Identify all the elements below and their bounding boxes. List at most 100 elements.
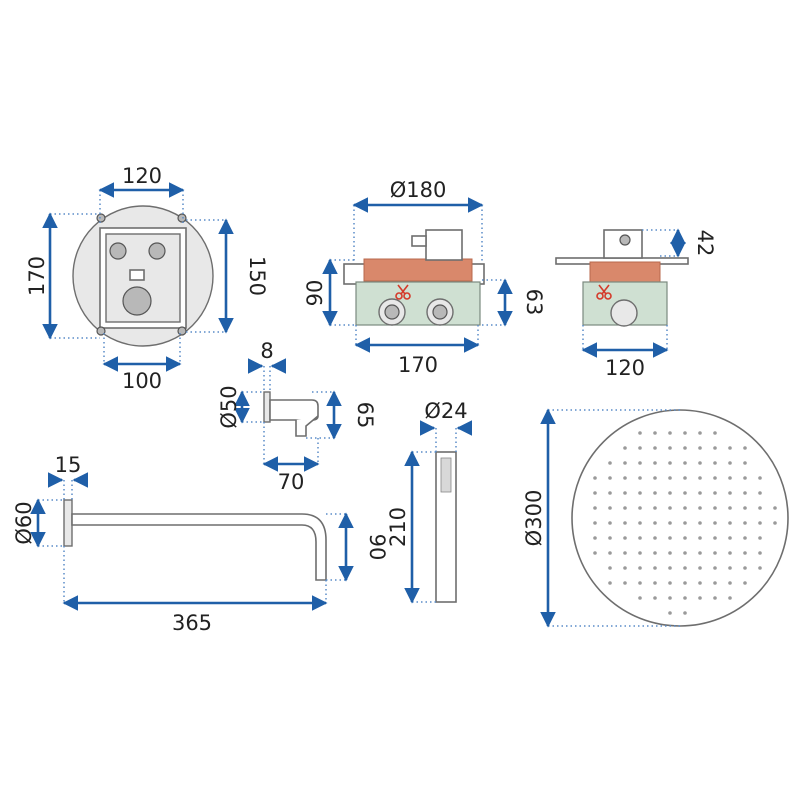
holder-body	[269, 399, 319, 421]
nozzle-dot	[698, 461, 702, 465]
nozzle-dot	[713, 476, 717, 480]
nozzle-dot	[653, 521, 657, 525]
dim-box-bottom-width: 100	[122, 369, 162, 393]
nozzle-dot	[638, 431, 642, 435]
nozzle-dot	[683, 476, 687, 480]
nozzle-dot	[668, 581, 672, 585]
dim-box-right-height: 150	[245, 256, 269, 296]
nozzle-dot	[623, 581, 627, 585]
nozzle-dot	[593, 521, 597, 525]
dim-holder-width: 70	[278, 470, 305, 494]
arm-flange	[63, 499, 73, 547]
dim-arm-drop: 90	[365, 534, 389, 561]
nozzle-dot	[653, 446, 657, 450]
nozzle-dot	[668, 476, 672, 480]
nozzle-dot	[698, 566, 702, 570]
nozzle-dot	[758, 476, 762, 480]
nozzle-dot	[728, 491, 732, 495]
dim-handshower-diameter: Ø24	[424, 399, 467, 423]
nozzle-dot	[698, 491, 702, 495]
nozzle-dot	[653, 566, 657, 570]
nozzle-dot	[668, 536, 672, 540]
nozzle-dot	[653, 536, 657, 540]
nozzle-dot	[638, 491, 642, 495]
nozzle-dot	[608, 536, 612, 540]
nozzle-dot	[728, 596, 732, 600]
nozzle-dot	[638, 521, 642, 525]
nozzle-dot	[668, 566, 672, 570]
nozzle-dot	[623, 506, 627, 510]
nozzle-dot	[743, 491, 747, 495]
side-lever-hole	[619, 234, 631, 246]
nozzle-dot	[743, 581, 747, 585]
nozzle-dot	[683, 551, 687, 555]
nozzle-dot	[638, 581, 642, 585]
dim-valve-diameter: Ø180	[390, 178, 447, 202]
dim-valve-base-height: 63	[522, 289, 546, 316]
nozzle-dot	[728, 461, 732, 465]
nozzle-dot	[713, 461, 717, 465]
nozzle-dot	[698, 581, 702, 585]
nozzle-dot	[623, 536, 627, 540]
nozzle-dot	[758, 521, 762, 525]
nozzle-dot	[728, 536, 732, 540]
dim-arm-diameter: Ø60	[12, 501, 36, 544]
nozzle-dot	[683, 596, 687, 600]
nozzle-dot	[653, 476, 657, 480]
box-screw-br	[177, 326, 187, 336]
valve-copper-band	[363, 258, 473, 282]
dim-holder-height: 65	[353, 402, 377, 429]
box-port-left	[109, 242, 127, 260]
nozzle-dot	[623, 566, 627, 570]
arm-pipe	[71, 513, 327, 581]
nozzle-dot	[683, 491, 687, 495]
nozzle-dot	[683, 521, 687, 525]
nozzle-dot	[683, 536, 687, 540]
nozzle-dot	[743, 461, 747, 465]
dim-valve-height: 90	[303, 280, 327, 307]
nozzle-dot	[743, 476, 747, 480]
valve-outlet-left-core	[384, 304, 400, 320]
nozzle-dot	[638, 461, 642, 465]
nozzle-dot	[713, 491, 717, 495]
handshower-spray-face	[440, 457, 452, 493]
nozzle-dot	[773, 521, 777, 525]
nozzle-dot	[638, 536, 642, 540]
shower-arm: 15 Ø60 90 365	[12, 453, 389, 635]
dim-arm-length: 365	[172, 611, 212, 635]
nozzle-dot	[683, 581, 687, 585]
nozzle-dot	[758, 536, 762, 540]
nozzle-dot	[668, 596, 672, 600]
nozzle-dot	[608, 461, 612, 465]
nozzle-dot	[668, 446, 672, 450]
nozzle-dot	[608, 521, 612, 525]
nozzle-dot	[623, 446, 627, 450]
nozzle-dot	[743, 521, 747, 525]
nozzle-dot	[728, 566, 732, 570]
nozzle-dot	[713, 506, 717, 510]
nozzle-dot	[683, 566, 687, 570]
valve-base	[355, 281, 481, 326]
nozzle-dot	[683, 446, 687, 450]
nozzle-dot	[638, 446, 642, 450]
nozzle-dot	[728, 581, 732, 585]
nozzle-dot	[608, 476, 612, 480]
nozzle-dot	[698, 536, 702, 540]
nozzle-dot	[623, 551, 627, 555]
nozzle-dot	[698, 446, 702, 450]
nozzle-dot	[653, 551, 657, 555]
nozzle-dot	[758, 491, 762, 495]
nozzle-dot	[743, 506, 747, 510]
nozzle-dot	[653, 581, 657, 585]
nozzle-dot	[758, 566, 762, 570]
nozzle-dot	[773, 506, 777, 510]
hand-shower: Ø24 210	[386, 399, 473, 604]
dim-valve-width: 170	[398, 353, 438, 377]
nozzle-dot	[623, 521, 627, 525]
nozzle-dot	[698, 521, 702, 525]
nozzle-dot	[638, 506, 642, 510]
valve-body-front-view: Ø180 90 63 170	[303, 178, 546, 377]
nozzle-dot	[743, 536, 747, 540]
nozzle-dot	[698, 551, 702, 555]
nozzle-dot	[728, 551, 732, 555]
